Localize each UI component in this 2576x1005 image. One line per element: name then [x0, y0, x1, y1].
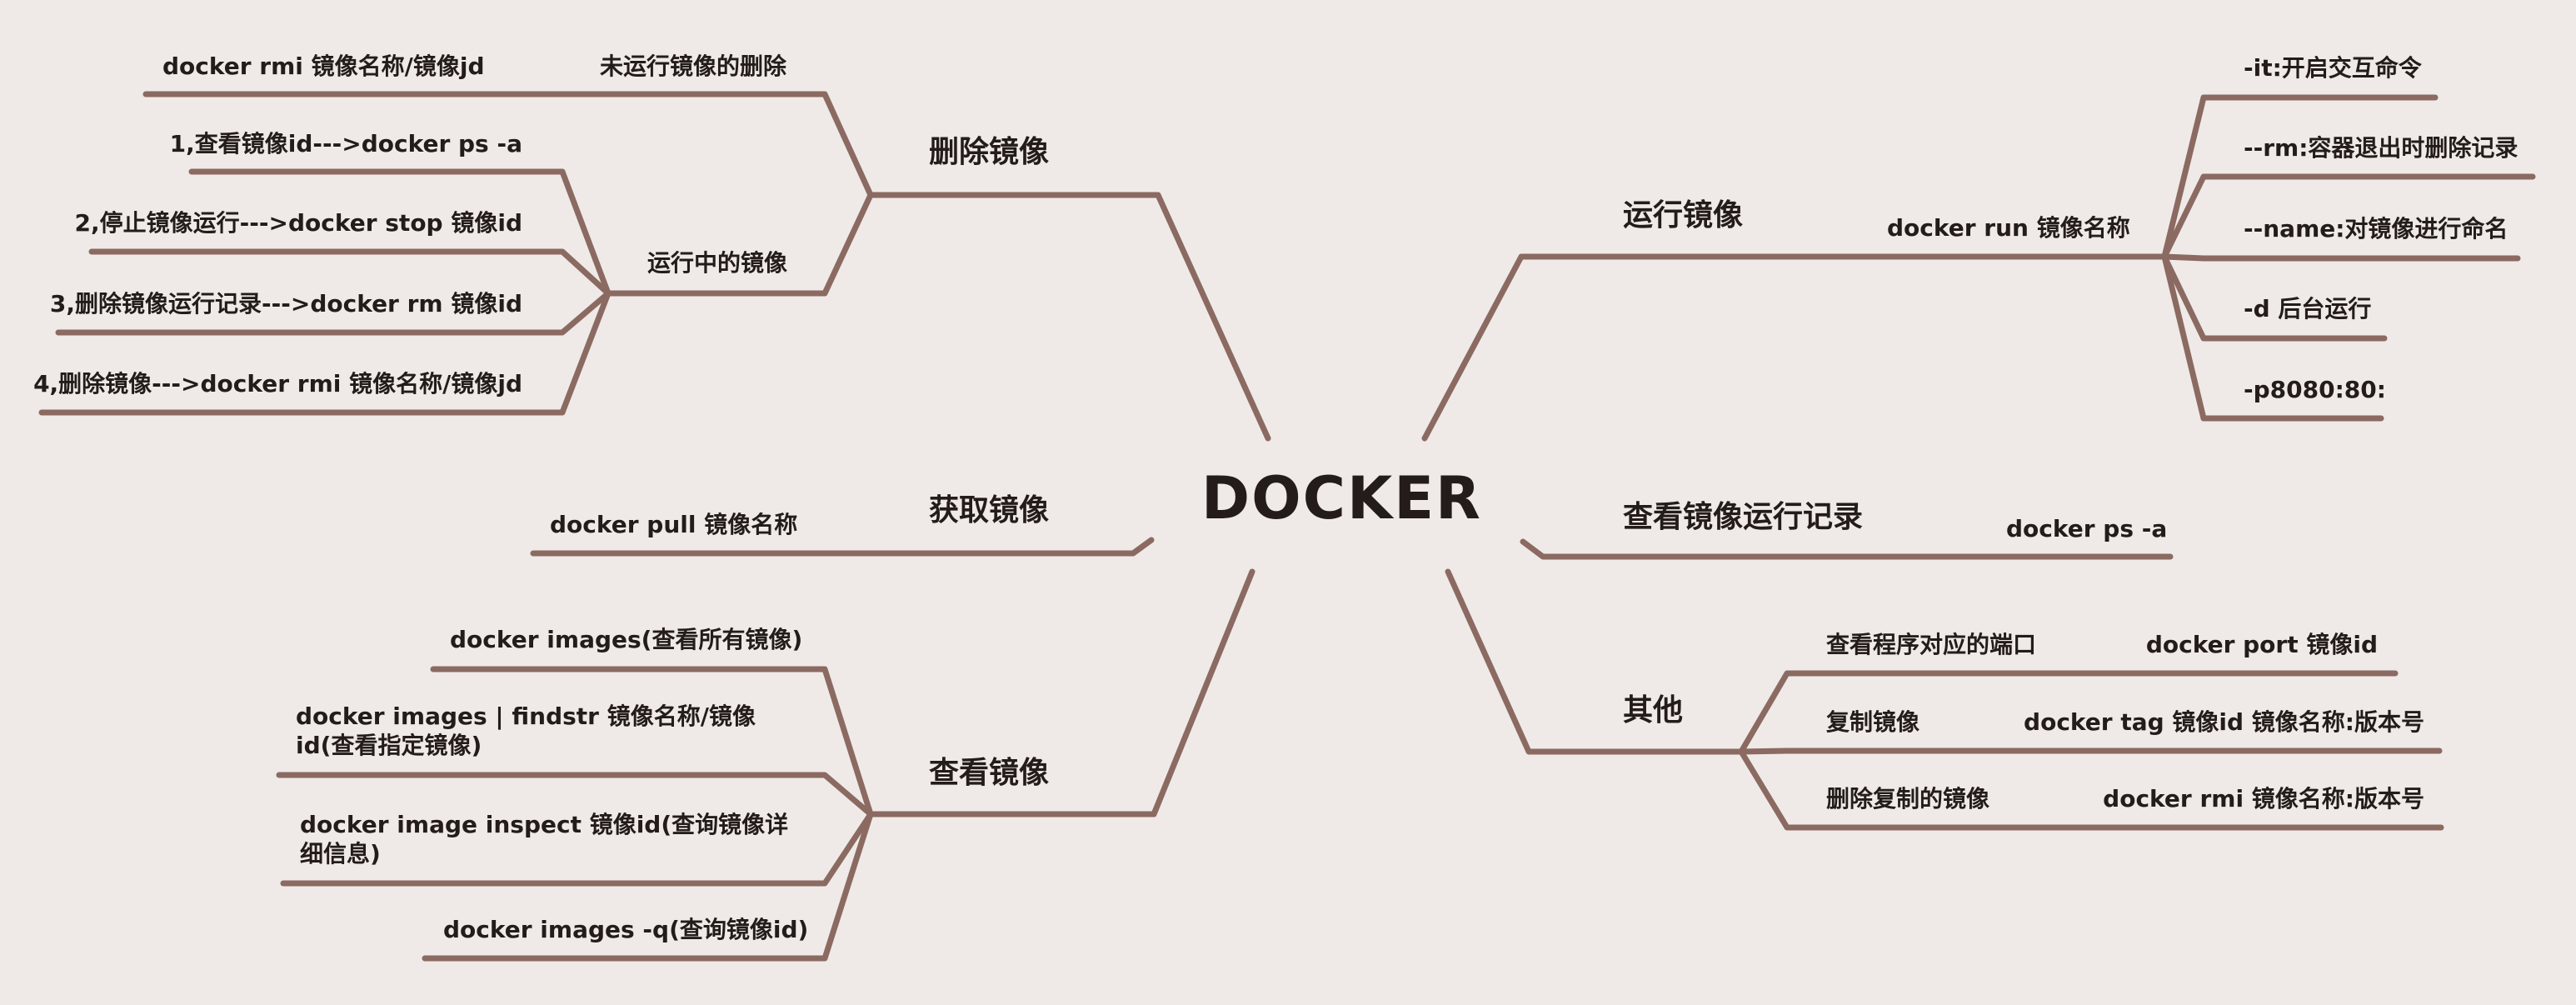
- connector-delete: [867, 192, 1271, 442]
- connector-run-opt-3: [2161, 253, 2521, 262]
- connector-view-4: [422, 811, 874, 962]
- connector-view-2: [276, 772, 874, 818]
- run-command: docker run 镜像名称: [1887, 214, 2130, 242]
- run-option-5: -p8080:80:: [2244, 376, 2386, 403]
- connector-step-1: [188, 168, 612, 297]
- other-item-3-label: 删除复制的镜像: [1826, 785, 1990, 812]
- branch-records-label: 查看镜像运行记录: [1623, 500, 1864, 534]
- branch-delete-label: 删除镜像: [929, 135, 1050, 169]
- other-item-1-label: 查看程序对应的端口: [1826, 631, 2037, 658]
- connector-get: [530, 537, 1155, 557]
- connector-step-2: [88, 248, 612, 297]
- connector-run-opt-1: [2161, 94, 2439, 260]
- delete-step-2: 2,停止镜像运行--->docker stop 镜像id: [74, 209, 522, 237]
- view-item-4: docker images -q(查询镜像id): [443, 916, 809, 943]
- connector-delete-not-running: [142, 91, 874, 198]
- branch-other-label: 其他: [1623, 693, 1684, 728]
- connector-view-3: [280, 811, 874, 887]
- connector-other-3: [1738, 748, 2444, 831]
- other-item-2-label: 复制镜像: [1826, 708, 1920, 736]
- delete-running-label: 运行中的镜像: [647, 249, 788, 277]
- connector-other-1: [1738, 670, 2399, 755]
- connector-view-1: [430, 666, 874, 818]
- connector-view: [867, 568, 1256, 818]
- branch-view-label: 查看镜像: [929, 756, 1050, 790]
- connector-other-2: [1738, 748, 2443, 755]
- connector-run-opt-4: [2161, 253, 2388, 342]
- branch-run-label: 运行镜像: [1623, 198, 1744, 232]
- other-item-2-command: docker tag 镜像id 镜像名称:版本号: [2024, 708, 2424, 736]
- connector-run-opt-2: [2161, 173, 2536, 260]
- records-command: docker ps -a: [2006, 515, 2168, 542]
- delete-step-3: 3,删除镜像运行记录--->docker rm 镜像id: [49, 290, 522, 318]
- run-option-2: --rm:容器退出时删除记录: [2244, 134, 2519, 162]
- connector-step-3: [55, 290, 612, 336]
- other-item-3-command: docker rmi 镜像名称:版本号: [2103, 785, 2424, 812]
- run-option-3: --name:对镜像进行命名: [2244, 215, 2509, 242]
- connector-step-4: [38, 290, 612, 416]
- delete-step-1: 1,查看镜像id--->docker ps -a: [169, 130, 522, 158]
- center-topic: DOCKER: [1201, 464, 1482, 532]
- delete-not-running-label: 未运行镜像的删除: [600, 52, 787, 80]
- connector-other: [1445, 568, 1745, 755]
- connector-run-opt-5: [2161, 253, 2384, 422]
- view-item-3: docker image inspect 镜像id(查询镜像详细信息): [300, 811, 789, 868]
- delete-not-running-item: docker rmi 镜像名称/镜像jd: [162, 52, 485, 80]
- get-item: docker pull 镜像名称: [550, 511, 798, 538]
- connector-run: [1421, 253, 2168, 442]
- branch-get-label: 获取镜像: [929, 493, 1050, 528]
- connector-delete-running: [605, 192, 874, 297]
- run-option-1: -it:开启交互命令: [2244, 54, 2422, 82]
- connector-records: [1520, 538, 2174, 560]
- view-item-1: docker images(查看所有镜像): [450, 626, 803, 653]
- run-option-4: -d 后台运行: [2244, 295, 2372, 322]
- other-item-1-command: docker port 镜像id: [2145, 631, 2378, 658]
- delete-step-4: 4,删除镜像--->docker rmi 镜像名称/镜像jd: [33, 370, 522, 398]
- view-item-2: docker images | findstr 镜像名称/镜像id(查看指定镜像…: [296, 702, 756, 759]
